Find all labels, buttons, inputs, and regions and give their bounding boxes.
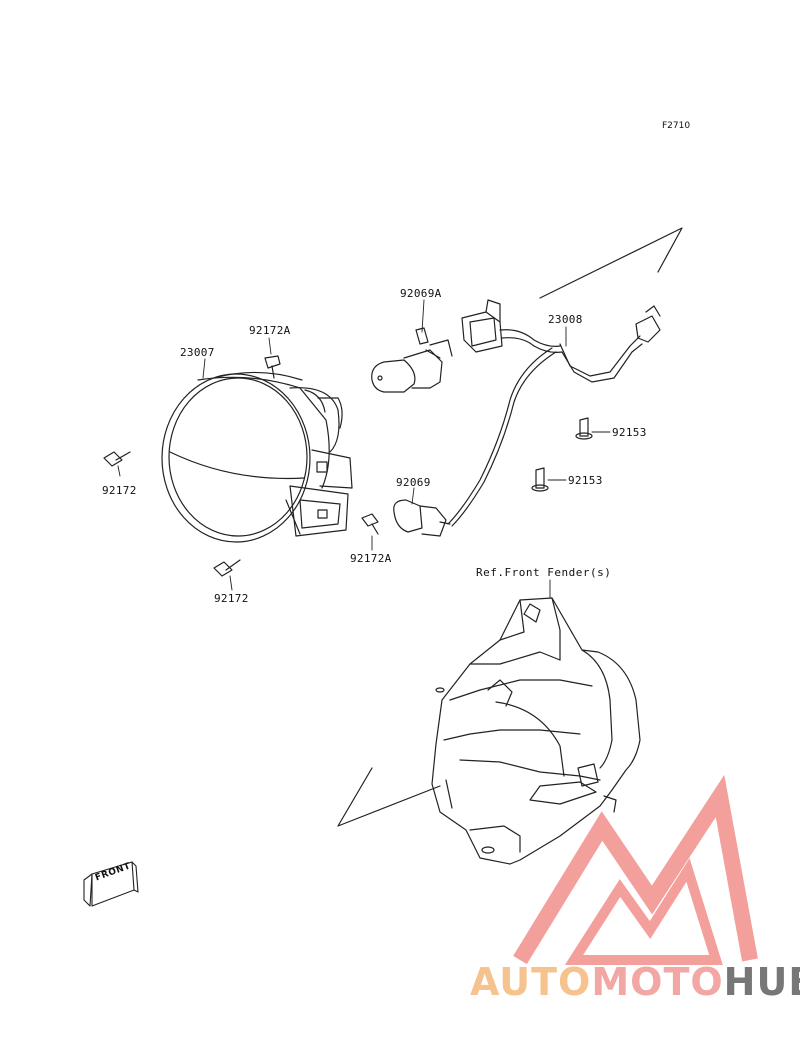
screw-92153-b <box>531 467 549 492</box>
screw-92172A-bottom <box>361 513 379 535</box>
watermark-auto: AUTO <box>470 960 592 1004</box>
watermark-text: AUTOMOTOHUB <box>470 960 800 1004</box>
screw-92172-bottom <box>213 559 241 577</box>
section-line-top <box>539 227 683 299</box>
bulb-92069A <box>371 327 453 393</box>
section-line-bottom <box>337 767 441 827</box>
part-label-23007: 23007 <box>180 346 215 359</box>
part-label-92172A-bottom: 92172A <box>350 552 392 565</box>
part-label-23008: 23008 <box>548 313 583 326</box>
part-label-92172-bottom: 92172 <box>214 592 249 605</box>
watermark-moto: MOTO <box>591 960 724 1004</box>
part-label-92172-left: 92172 <box>102 484 137 497</box>
screw-92172-left <box>103 451 131 467</box>
screw-92153-a <box>575 417 593 440</box>
front-arrow <box>83 861 139 907</box>
part-label-92153-b: 92153 <box>568 474 603 487</box>
part-label-92172A-top: 92172A <box>249 324 291 337</box>
part-label-92153-a: 92153 <box>612 426 647 439</box>
watermark-hub: HUB <box>723 960 800 1004</box>
headlight-assembly <box>161 371 353 543</box>
bulb-92069 <box>393 499 451 537</box>
screw-92172A-top <box>264 355 281 379</box>
part-label-92069A: 92069A <box>400 287 442 300</box>
watermark-logo <box>513 774 758 965</box>
figure-id: F2710 <box>662 121 691 131</box>
reference-label: Ref.Front Fender(s) <box>476 566 612 579</box>
wire-harness-23008 <box>447 299 661 527</box>
part-label-92069: 92069 <box>396 476 431 489</box>
front-fender-reference <box>431 597 641 865</box>
